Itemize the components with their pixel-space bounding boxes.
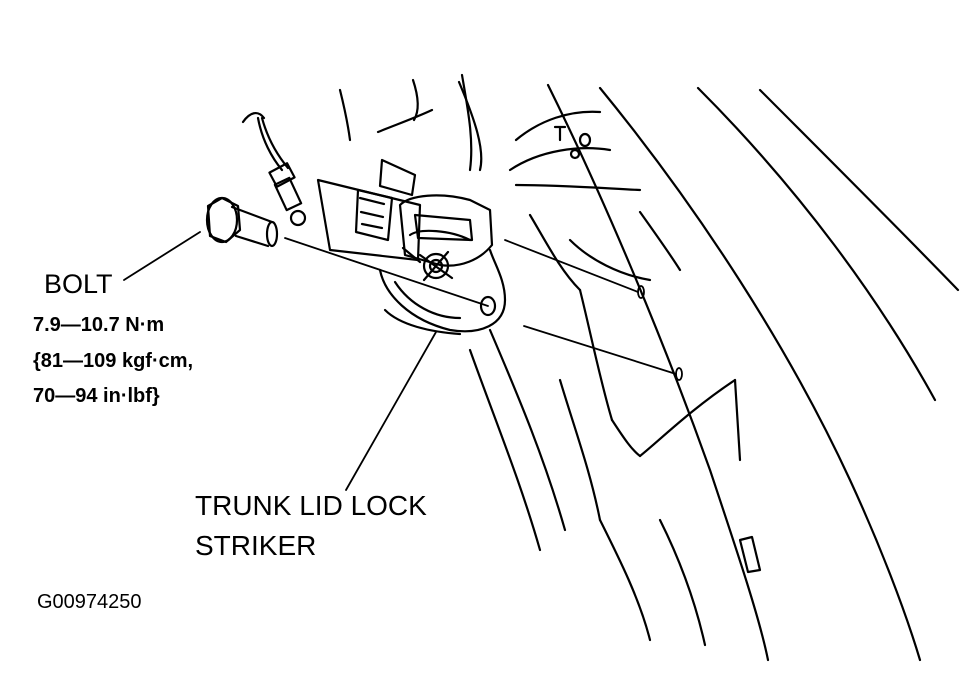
part-name-line1: TRUNK LID LOCK <box>195 490 427 521</box>
bolt-drawing <box>205 196 279 248</box>
installation-guide-lines <box>284 237 683 381</box>
body-panel-outline <box>338 73 960 662</box>
part-name-line2: STRIKER <box>195 530 317 561</box>
bolt-label: BOLT <box>44 269 113 299</box>
striker-leader-line <box>345 331 437 491</box>
bolt-torque-nm: 7.9—10.7 N·m <box>33 314 165 336</box>
bolt-leader-line <box>123 231 201 281</box>
bolt-torque-kgf: {81—109 kgf·cm, <box>33 350 194 372</box>
striker-assembly <box>316 158 507 336</box>
figure-id: G00974250 <box>37 591 142 613</box>
bolt-torque-inlbf: 70—94 in·lbf} <box>33 385 160 407</box>
release-cable <box>241 112 307 227</box>
